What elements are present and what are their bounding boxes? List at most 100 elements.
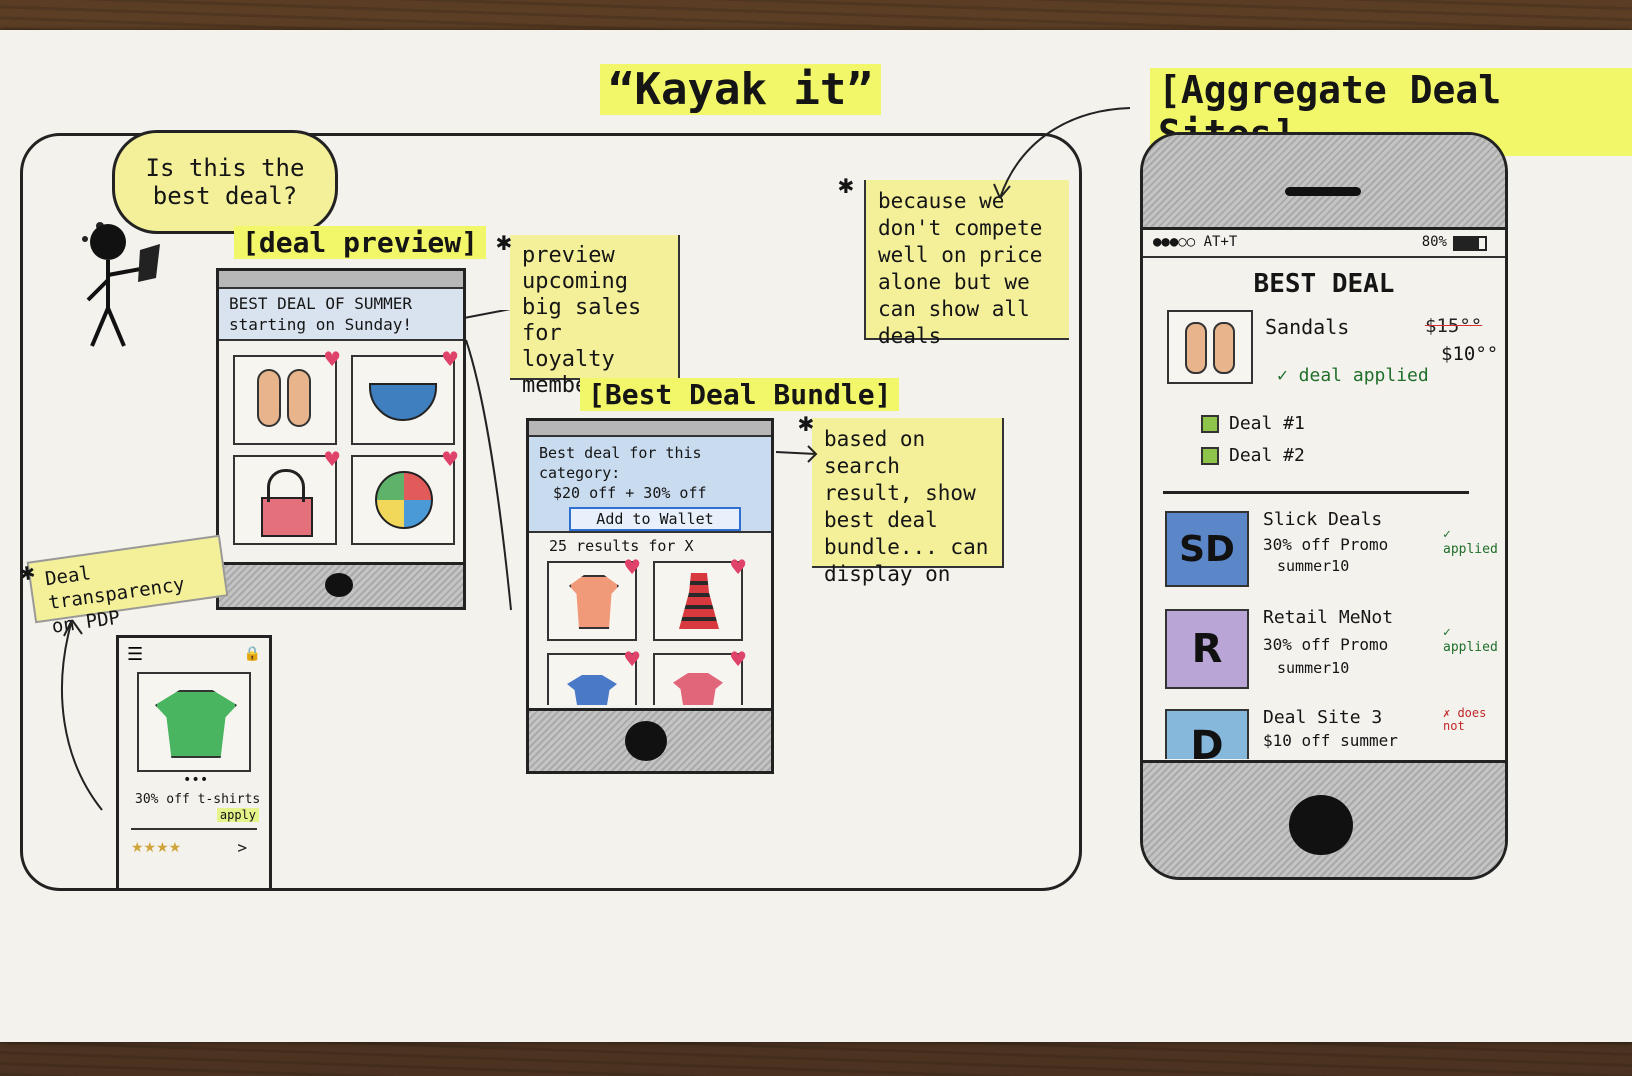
note-preview-sales: ✱ preview upcoming big sales for loyalty… bbox=[496, 229, 680, 398]
site-code: summer10 bbox=[1277, 659, 1350, 677]
product-tile-bowl[interactable]: ♥ bbox=[351, 349, 459, 445]
section-divider bbox=[1163, 491, 1469, 494]
heart-icon[interactable]: ♥ bbox=[323, 347, 341, 371]
asterisk-icon: ✱ bbox=[838, 170, 854, 200]
site-name: Retail MeNot bbox=[1263, 607, 1394, 628]
slick-deals-logo: SD bbox=[1165, 511, 1249, 587]
home-button[interactable] bbox=[325, 573, 353, 597]
deal-option-label: Deal #2 bbox=[1229, 445, 1305, 466]
add-to-wallet-button[interactable]: Add to Wallet bbox=[569, 507, 741, 531]
note-compete: ✱ because we don't compete well on price… bbox=[838, 172, 1069, 348]
checkbox-icon[interactable] bbox=[1201, 447, 1219, 465]
lock-icon[interactable]: 🔒 bbox=[243, 646, 261, 662]
asterisk-icon: ✱ bbox=[798, 408, 814, 438]
pdp-apply-link[interactable]: apply bbox=[216, 808, 259, 822]
site-status: ✓ applied bbox=[1443, 527, 1498, 557]
product-tile-blue-shirt[interactable]: ♥ bbox=[547, 649, 641, 705]
sandal-image bbox=[1213, 322, 1235, 374]
product-tile-sandals[interactable]: ♥ bbox=[233, 349, 341, 445]
site-status: ✓ applied bbox=[1443, 625, 1498, 655]
product-tile-shirt[interactable]: ♥ bbox=[547, 557, 641, 641]
speaker-slot bbox=[1285, 187, 1361, 196]
thought-bubble-text: Is this the best deal? bbox=[145, 154, 305, 210]
sandal-image bbox=[287, 369, 311, 427]
note-bundle: ✱ based on search result, show best deal… bbox=[798, 410, 1004, 586]
pdp-divider bbox=[131, 828, 257, 830]
beachball-image bbox=[375, 471, 433, 529]
heart-icon[interactable]: ♥ bbox=[729, 647, 747, 671]
pdp-product-image bbox=[137, 672, 251, 772]
sandals-product-image bbox=[1167, 310, 1253, 384]
heart-icon[interactable]: ♥ bbox=[623, 555, 641, 579]
rating-stars: ★★★★ bbox=[131, 840, 182, 856]
thought-bubble: Is this the best deal? bbox=[112, 130, 338, 234]
site-offer: 30% off Promo bbox=[1263, 535, 1389, 554]
product-tile-beachball[interactable]: ♥ bbox=[351, 449, 459, 545]
bowl-image bbox=[369, 383, 437, 421]
shirt-image bbox=[155, 690, 237, 758]
sketch-paper: “Kayak it” [Aggregate Deal Sites] Is thi… bbox=[0, 30, 1632, 1042]
stick-figure bbox=[86, 224, 160, 347]
arrow-to-aggregate bbox=[993, 107, 1131, 199]
deal-preview-label: [deal preview] bbox=[234, 226, 487, 259]
site-code: summer10 bbox=[1277, 557, 1350, 575]
heart-icon[interactable]: ♥ bbox=[729, 555, 747, 579]
deal-preview-banner[interactable]: BEST DEAL OF SUMMER starting on Sunday! bbox=[219, 289, 463, 341]
bundle-phone: Best deal for this category: $20 off + 3… bbox=[526, 418, 774, 774]
arrow-to-bundle-note bbox=[775, 445, 818, 463]
asterisk-icon: ✱ bbox=[18, 557, 37, 587]
sandal-image bbox=[1185, 322, 1207, 374]
phone-bottom-bezel bbox=[219, 562, 463, 607]
site-offer: $10 off summer bbox=[1263, 731, 1398, 750]
deal-option-label: Deal #1 bbox=[1229, 413, 1305, 434]
best-deal-bundle-label: [Best Deal Bundle] bbox=[580, 378, 900, 411]
heart-icon[interactable]: ♥ bbox=[323, 447, 341, 471]
phone-bottom-bezel bbox=[1143, 760, 1505, 877]
note-bundle-text: based on search result, show best deal b… bbox=[824, 427, 989, 586]
note-preview-text: preview upcoming big sales for loyalty m… bbox=[522, 243, 642, 398]
bag-image bbox=[261, 497, 313, 537]
home-button[interactable] bbox=[1289, 795, 1353, 855]
shirt-image bbox=[567, 675, 617, 705]
old-price: $15°° bbox=[1425, 315, 1483, 337]
product-name: Sandals bbox=[1265, 315, 1350, 339]
deal-option-2[interactable]: Deal #2 bbox=[1201, 445, 1305, 466]
chevron-right-icon[interactable]: > bbox=[237, 838, 247, 857]
checkbox-icon[interactable] bbox=[1201, 415, 1219, 433]
deal-preview-phone: BEST DEAL OF SUMMER starting on Sunday! … bbox=[216, 268, 466, 610]
image-carousel-dots[interactable]: ••• bbox=[183, 772, 209, 788]
product-tile-pink-shirt[interactable]: ♥ bbox=[653, 649, 747, 705]
shirt-image bbox=[569, 575, 619, 629]
connector-line bbox=[463, 310, 512, 611]
dress-image bbox=[679, 573, 719, 629]
title-kayak-it: “Kayak it” bbox=[600, 64, 881, 115]
phone-top-bezel bbox=[1143, 135, 1505, 230]
deal-site-row[interactable]: D Deal Site 3 $10 off summer ✗ does not bbox=[1143, 705, 1505, 759]
pdp-promo: 30% off t-shirts bbox=[135, 792, 261, 807]
hamburger-menu-icon[interactable]: ☰ bbox=[127, 644, 144, 665]
heart-icon[interactable]: ♥ bbox=[441, 347, 459, 371]
heart-icon[interactable]: ♥ bbox=[623, 647, 641, 671]
asterisk-icon: ✱ bbox=[496, 227, 512, 257]
battery-percent: 80% bbox=[1421, 234, 1447, 250]
product-tile-dress[interactable]: ♥ bbox=[653, 557, 747, 641]
deal-site-row[interactable]: R Retail MeNot 30% off Promo summer10 ✓ … bbox=[1143, 605, 1505, 689]
battery-icon bbox=[1453, 236, 1487, 251]
product-tile-bag[interactable]: ♥ bbox=[233, 449, 341, 545]
phone-top-bar bbox=[219, 271, 463, 289]
best-deal-title: BEST DEAL bbox=[1253, 269, 1395, 299]
deal-applied-status: ✓ deal applied bbox=[1277, 365, 1429, 386]
bag-handle bbox=[267, 469, 305, 502]
arrow-to-pdp bbox=[61, 619, 103, 811]
new-price: $10°° bbox=[1441, 343, 1499, 365]
home-button[interactable] bbox=[625, 721, 667, 761]
site-name: Deal Site 3 bbox=[1263, 707, 1383, 728]
deal-site-3-logo: D bbox=[1165, 709, 1249, 759]
site-offer: 30% off Promo bbox=[1263, 635, 1389, 654]
site-name: Slick Deals bbox=[1263, 509, 1383, 530]
shirt-image bbox=[673, 673, 723, 705]
heart-icon[interactable]: ♥ bbox=[441, 447, 459, 471]
deal-site-row[interactable]: SD Slick Deals 30% off Promo summer10 ✓ … bbox=[1143, 507, 1505, 591]
deal-option-1[interactable]: Deal #1 bbox=[1201, 413, 1305, 434]
status-bar: ●●●○○ AT+T 80% bbox=[1143, 230, 1505, 258]
